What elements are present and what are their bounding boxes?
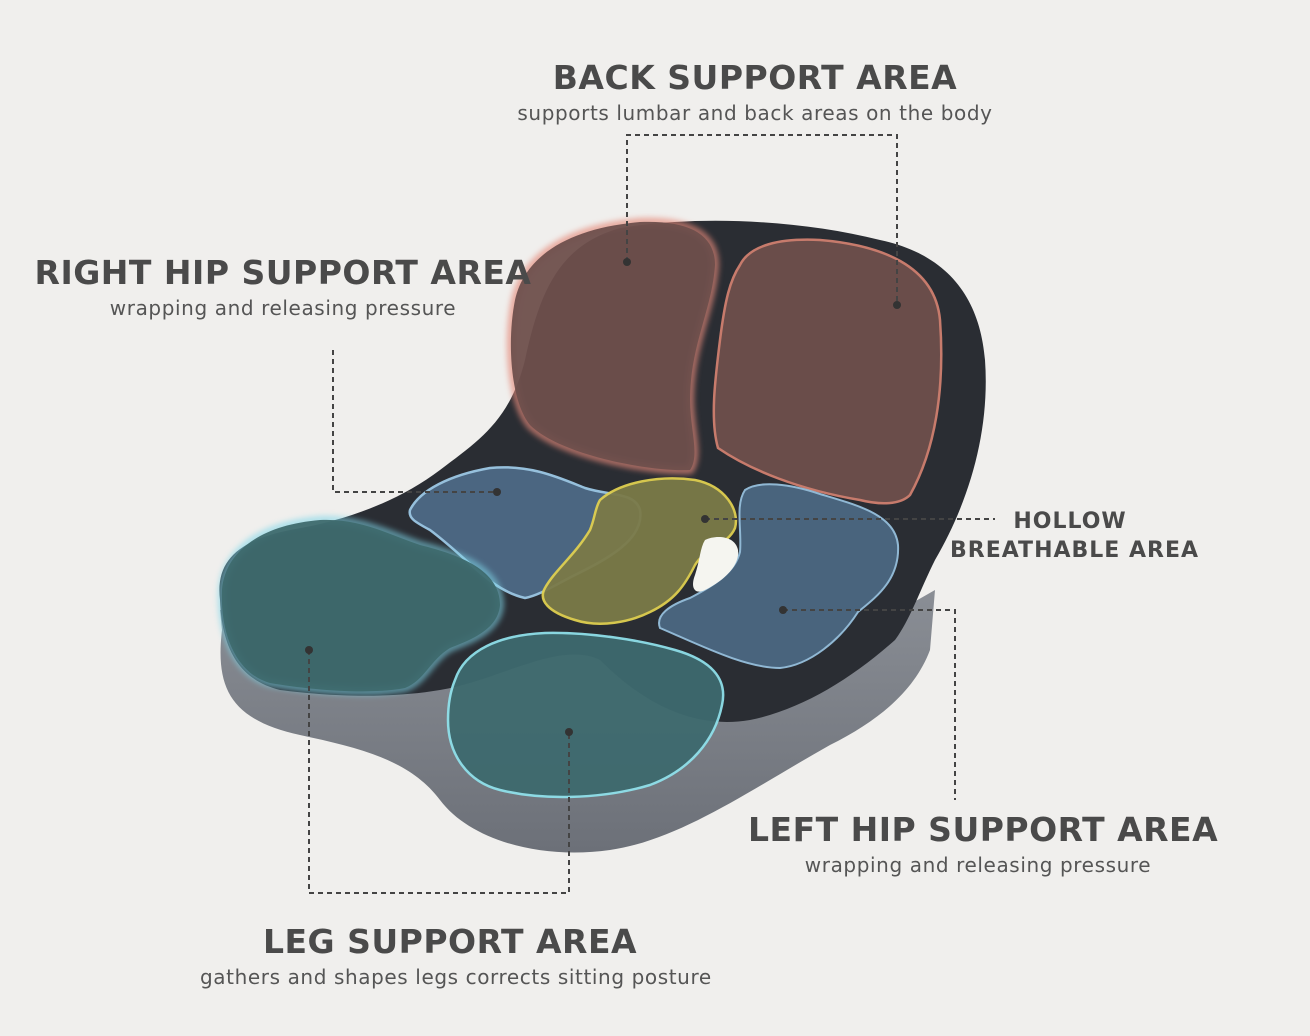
back-support-subtitle: supports lumbar and back areas on the bo… (517, 101, 993, 125)
left-hip-support-title: LEFT HIP SUPPORT AREA (748, 810, 1219, 849)
leader-right-hip (332, 350, 497, 493)
leg-support-label: LEG SUPPORT AREA gathers and shapes legs… (200, 922, 712, 989)
right-hip-support-title: RIGHT HIP SUPPORT AREA (34, 253, 532, 292)
dot-right-hip (493, 488, 501, 496)
leader-back (626, 134, 898, 305)
dot-back-right (893, 301, 901, 309)
leader-dots (305, 258, 901, 736)
leader-leg (308, 650, 570, 894)
leader-left-hip (783, 609, 956, 800)
left-leg-pad (221, 519, 500, 692)
right-leg-pad (446, 631, 725, 799)
leader-lines (308, 134, 995, 894)
hollow-pad (541, 477, 738, 625)
leg-support-subtitle: gathers and shapes legs corrects sitting… (200, 965, 712, 989)
right-hip-support-subtitle: wrapping and releasing pressure (109, 296, 457, 320)
back-support-label: BACK SUPPORT AREA supports lumbar and ba… (505, 58, 1005, 125)
hollow-line1: HOLLOW (1013, 509, 1127, 534)
dot-leg-left (305, 646, 313, 654)
back-right-pad (712, 238, 943, 505)
hollow-breathable-label: HOLLOW BREATHABLE AREA (950, 507, 1199, 565)
back-support-title: BACK SUPPORT AREA (552, 58, 958, 97)
left-hip-support-subtitle: wrapping and releasing pressure (804, 853, 1152, 877)
right-hip-support-label: RIGHT HIP SUPPORT AREA wrapping and rele… (28, 253, 538, 320)
left-hip-support-label: LEFT HIP SUPPORT AREA wrapping and relea… (748, 810, 1219, 877)
dot-hollow (701, 515, 709, 523)
hollow-line2: BREATHABLE AREA (950, 538, 1199, 563)
leg-support-title: LEG SUPPORT AREA (262, 922, 638, 961)
dot-left-hip (779, 606, 787, 614)
hollow-cutout (693, 537, 739, 592)
back-left-pad (510, 221, 715, 471)
dot-leg-right (565, 728, 573, 736)
dot-back-left (623, 258, 631, 266)
